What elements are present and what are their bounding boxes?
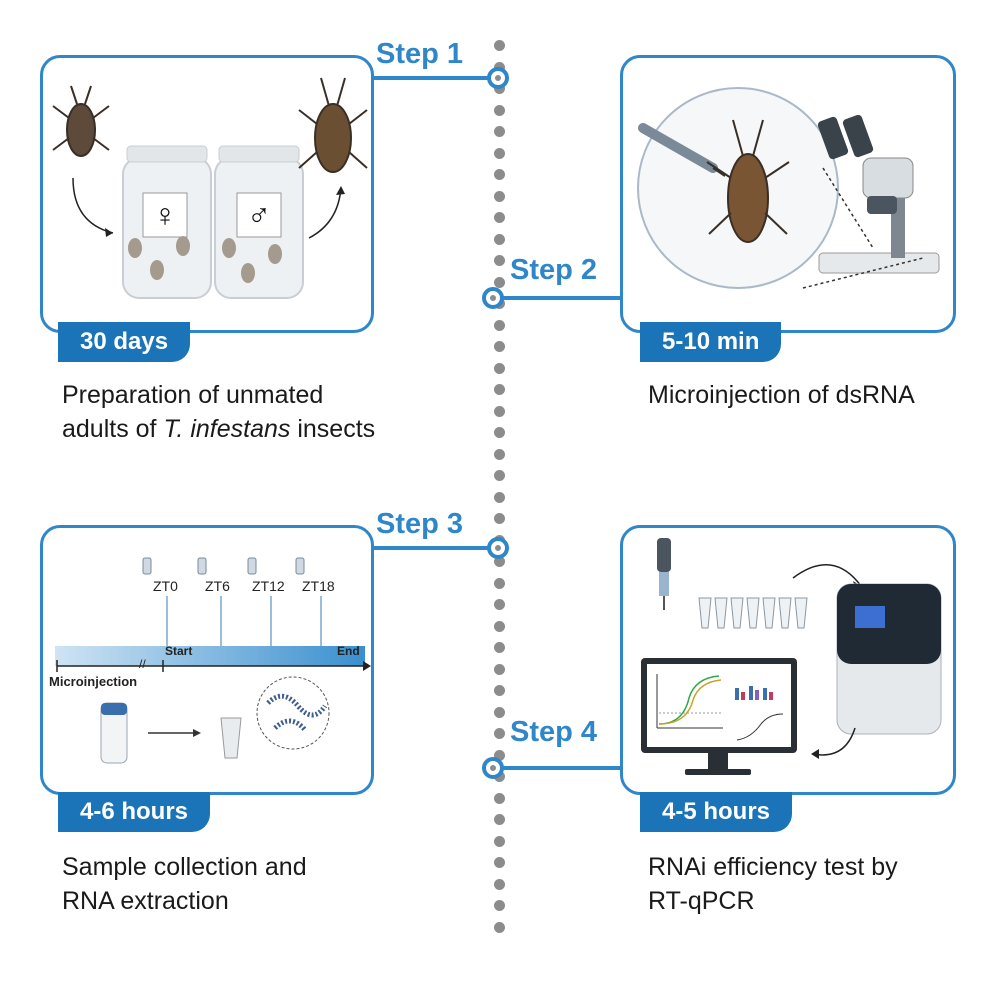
step-4-description-line2: RT-qPCR xyxy=(648,887,755,915)
bar-plot xyxy=(735,686,773,700)
step-1-card: ♀ ♂ xyxy=(40,55,374,333)
step-3-label: Step 3 xyxy=(376,508,464,540)
species-name: T. infestans xyxy=(163,415,291,443)
bug-right-icon xyxy=(298,77,368,173)
timeline-dot xyxy=(494,405,505,417)
step-3-description-line1: Sample collection and xyxy=(62,853,307,881)
microtube-icon xyxy=(220,717,242,759)
sampling-timeline-illustration: // xyxy=(55,557,371,764)
svg-text://: // xyxy=(139,657,146,671)
timeline-dot xyxy=(494,104,505,116)
timeline-dot xyxy=(494,169,505,180)
timeline-dot xyxy=(494,384,505,395)
step-2-duration-badge: 5-10 min xyxy=(640,322,782,362)
timeline-dot xyxy=(494,814,505,825)
timeline-dot xyxy=(494,147,505,159)
timeline-dot xyxy=(494,878,505,890)
step-2-connector xyxy=(503,296,623,300)
step-2-description: Microinjection of dsRNA xyxy=(648,381,915,409)
timeline-dot xyxy=(494,663,505,675)
timeline-dot xyxy=(494,921,505,933)
timeline-dot xyxy=(494,513,505,524)
step-4-duration-badge: 4-5 hours xyxy=(640,792,793,832)
step-4-card xyxy=(620,525,956,795)
timeline-dot xyxy=(494,40,505,51)
step-4-label: Step 4 xyxy=(510,716,598,748)
timeline-origin-label: Microinjection xyxy=(49,674,138,689)
timepoint-zt6: ZT6 xyxy=(205,578,230,594)
step-3-node xyxy=(487,537,509,559)
step-4-description: RNAi efficiency test by RT-qPCR xyxy=(648,850,968,918)
timepoint-zt18: ZT18 xyxy=(302,578,335,594)
step-1-description-prefix: Preparation of unmated adults of xyxy=(62,381,324,443)
timeline-bar xyxy=(55,646,365,666)
timeline-dot xyxy=(494,341,505,352)
step-1-description-suffix: insects xyxy=(290,415,376,443)
timeline-dot xyxy=(494,642,505,653)
male-symbol: ♂ xyxy=(247,197,271,233)
step-3-description: Sample collection and RNA extraction xyxy=(62,850,382,918)
timeline-dot xyxy=(494,362,505,374)
timeline-dot xyxy=(494,835,505,847)
timeline-dot xyxy=(494,233,505,245)
rna-zoom-circle xyxy=(256,676,330,750)
timeline-dot xyxy=(494,900,505,911)
step-4-connector xyxy=(503,766,623,770)
dotted-timeline xyxy=(494,40,506,950)
bug-left-icon xyxy=(52,85,110,157)
timeline-dot xyxy=(494,599,505,610)
step-1-description: Preparation of unmated adults of T. infe… xyxy=(62,378,382,446)
timeline-dot xyxy=(494,728,505,739)
pcr-tube-strip-icon xyxy=(698,597,808,629)
step-3-connector xyxy=(372,546,488,550)
timeline-dot xyxy=(494,255,505,266)
rearing-jars-illustration xyxy=(52,77,368,299)
timeline-end-label: End xyxy=(337,644,360,658)
step-3-card: // ZT0 ZT6 ZT12 ZT18 Start End Microinje… xyxy=(40,525,374,795)
monitor-icon xyxy=(641,658,797,775)
pipette-icon xyxy=(657,538,671,610)
step-1-label: Step 1 xyxy=(376,38,464,70)
timepoint-zt12: ZT12 xyxy=(252,578,285,594)
step-4-description-line1: RNAi efficiency test by xyxy=(648,853,898,881)
step-3-description-line2: RNA extraction xyxy=(62,887,229,915)
microscope-icon xyxy=(817,114,940,274)
timepoint-markers xyxy=(142,557,322,646)
timeline-dot xyxy=(494,857,505,868)
timeline-dot xyxy=(494,190,505,202)
timeline-dot xyxy=(494,685,505,696)
injected-bug-icon xyxy=(706,119,790,243)
timeline-dot xyxy=(494,276,505,288)
timeline-dot xyxy=(494,319,505,331)
rtqpcr-illustration xyxy=(641,538,942,775)
step-2-label: Step 2 xyxy=(510,254,598,286)
step-1-duration-badge: 30 days xyxy=(58,322,191,362)
timeline-dot xyxy=(494,749,505,761)
step-1-connector xyxy=(372,76,488,80)
step-1-node xyxy=(487,67,509,89)
timeline-dot xyxy=(494,706,505,718)
timeline-dot xyxy=(494,212,505,223)
qpcr-machine-icon xyxy=(836,583,942,735)
step-2-node xyxy=(482,287,504,309)
timeline-dot xyxy=(494,556,505,567)
step-2-card xyxy=(620,55,956,333)
timeline-dot xyxy=(494,577,505,589)
timeline-dot xyxy=(494,792,505,804)
timepoint-zt0: ZT0 xyxy=(153,578,178,594)
timeline-dot xyxy=(494,470,505,481)
timeline-dot xyxy=(494,491,505,503)
microinjection-illustration xyxy=(637,87,940,289)
step-4-node xyxy=(482,757,504,779)
amplification-plot xyxy=(656,674,723,729)
timeline-dot xyxy=(494,448,505,460)
step-3-duration-badge: 4-6 hours xyxy=(58,792,211,832)
female-symbol: ♀ xyxy=(153,197,177,233)
timeline-dot xyxy=(494,427,505,438)
timeline-dot xyxy=(494,620,505,632)
timeline-dot xyxy=(494,126,505,137)
timeline-start-label: Start xyxy=(165,644,193,658)
